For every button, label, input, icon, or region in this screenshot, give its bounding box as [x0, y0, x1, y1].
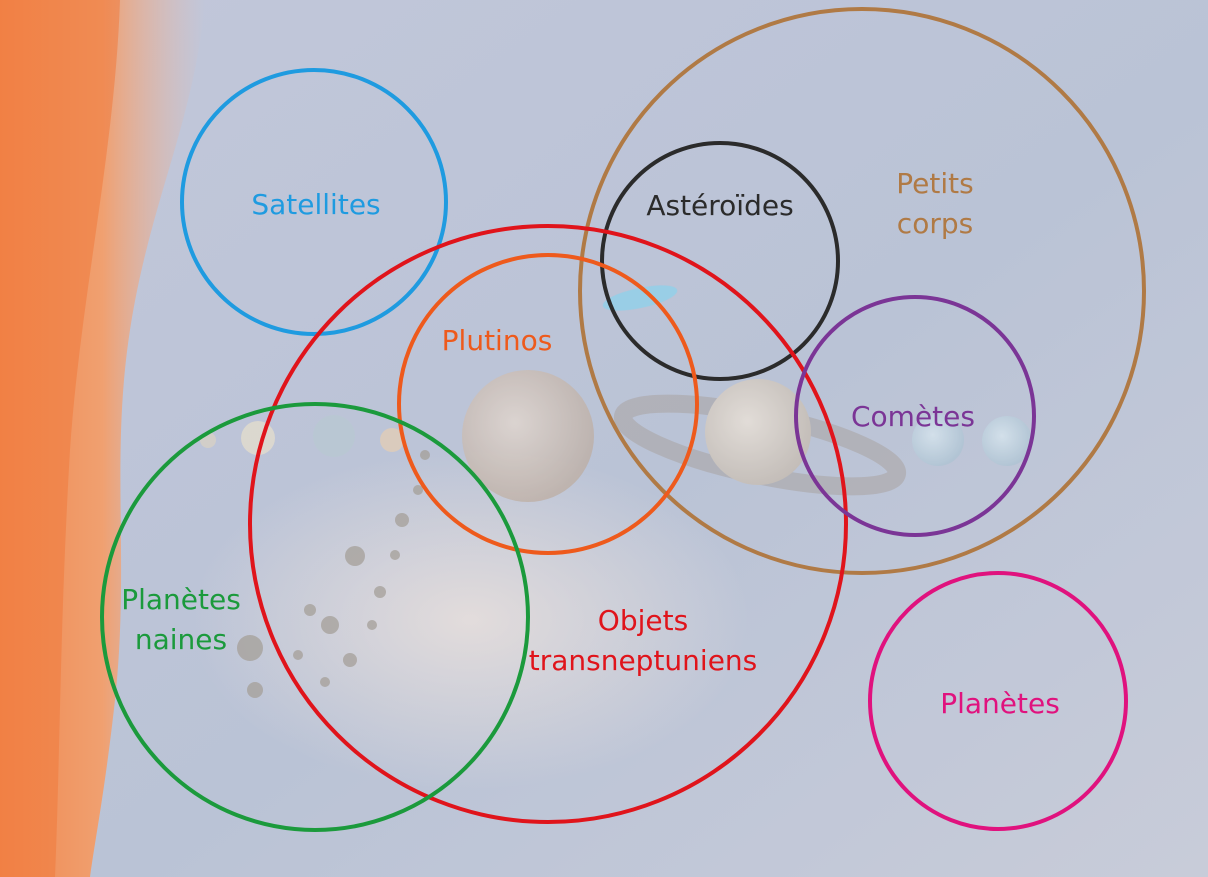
petits-corps-label-line2: corps	[897, 207, 973, 240]
petits-corps-circle	[578, 7, 1146, 575]
petits-corps-label-line1: Petits	[896, 167, 973, 200]
satellites-label: Satellites	[251, 188, 380, 221]
asteroid	[395, 513, 409, 527]
asteroid	[345, 546, 365, 566]
planet-uranus	[912, 414, 964, 466]
asteroid	[321, 616, 339, 634]
asteroid	[304, 604, 316, 616]
plutinos-circle	[397, 253, 699, 555]
asteroid	[343, 653, 357, 667]
nebula-glow	[190, 450, 750, 790]
asteroid	[293, 650, 303, 660]
objets-transneptuniens-label-line1: Objets	[598, 604, 688, 637]
asteroides-label: Astéroïdes	[646, 189, 793, 222]
planetes-circle	[868, 571, 1128, 831]
cometes-circle	[794, 295, 1036, 537]
asteroid	[374, 586, 386, 598]
planet-neptune	[982, 416, 1032, 466]
planetes-naines-circle	[100, 402, 530, 832]
planet-saturn	[705, 379, 811, 485]
planetes-naines-label-line1: Planètes	[121, 583, 241, 616]
planetes-label: Planètes	[940, 687, 1060, 720]
asteroid	[367, 620, 377, 630]
planetes-naines-label-line2: naines	[135, 623, 227, 656]
asteroid	[420, 450, 430, 460]
planet-jupiter	[462, 370, 594, 502]
asteroid-belt	[237, 450, 430, 698]
planet-illustrations	[200, 285, 1032, 502]
set-labels: Satellites Petits corps Astéroïdes Pluti…	[121, 167, 1060, 720]
sun-core	[0, 0, 120, 877]
satellites-circle	[180, 68, 448, 336]
comet-glow	[602, 285, 678, 311]
set-circles	[100, 7, 1146, 832]
planet-earth	[313, 415, 355, 457]
asteroid	[390, 550, 400, 560]
asteroides-circle	[600, 141, 840, 381]
asteroid	[320, 677, 330, 687]
planet-mars	[380, 428, 404, 452]
asteroid	[237, 635, 263, 661]
plutinos-label: Plutinos	[442, 324, 553, 357]
cometes-label: Comètes	[851, 400, 975, 433]
asteroid	[247, 682, 263, 698]
asteroid	[413, 485, 423, 495]
objets-transneptuniens-circle	[248, 224, 848, 824]
objets-transneptuniens-label-line2: transneptuniens	[529, 644, 758, 677]
